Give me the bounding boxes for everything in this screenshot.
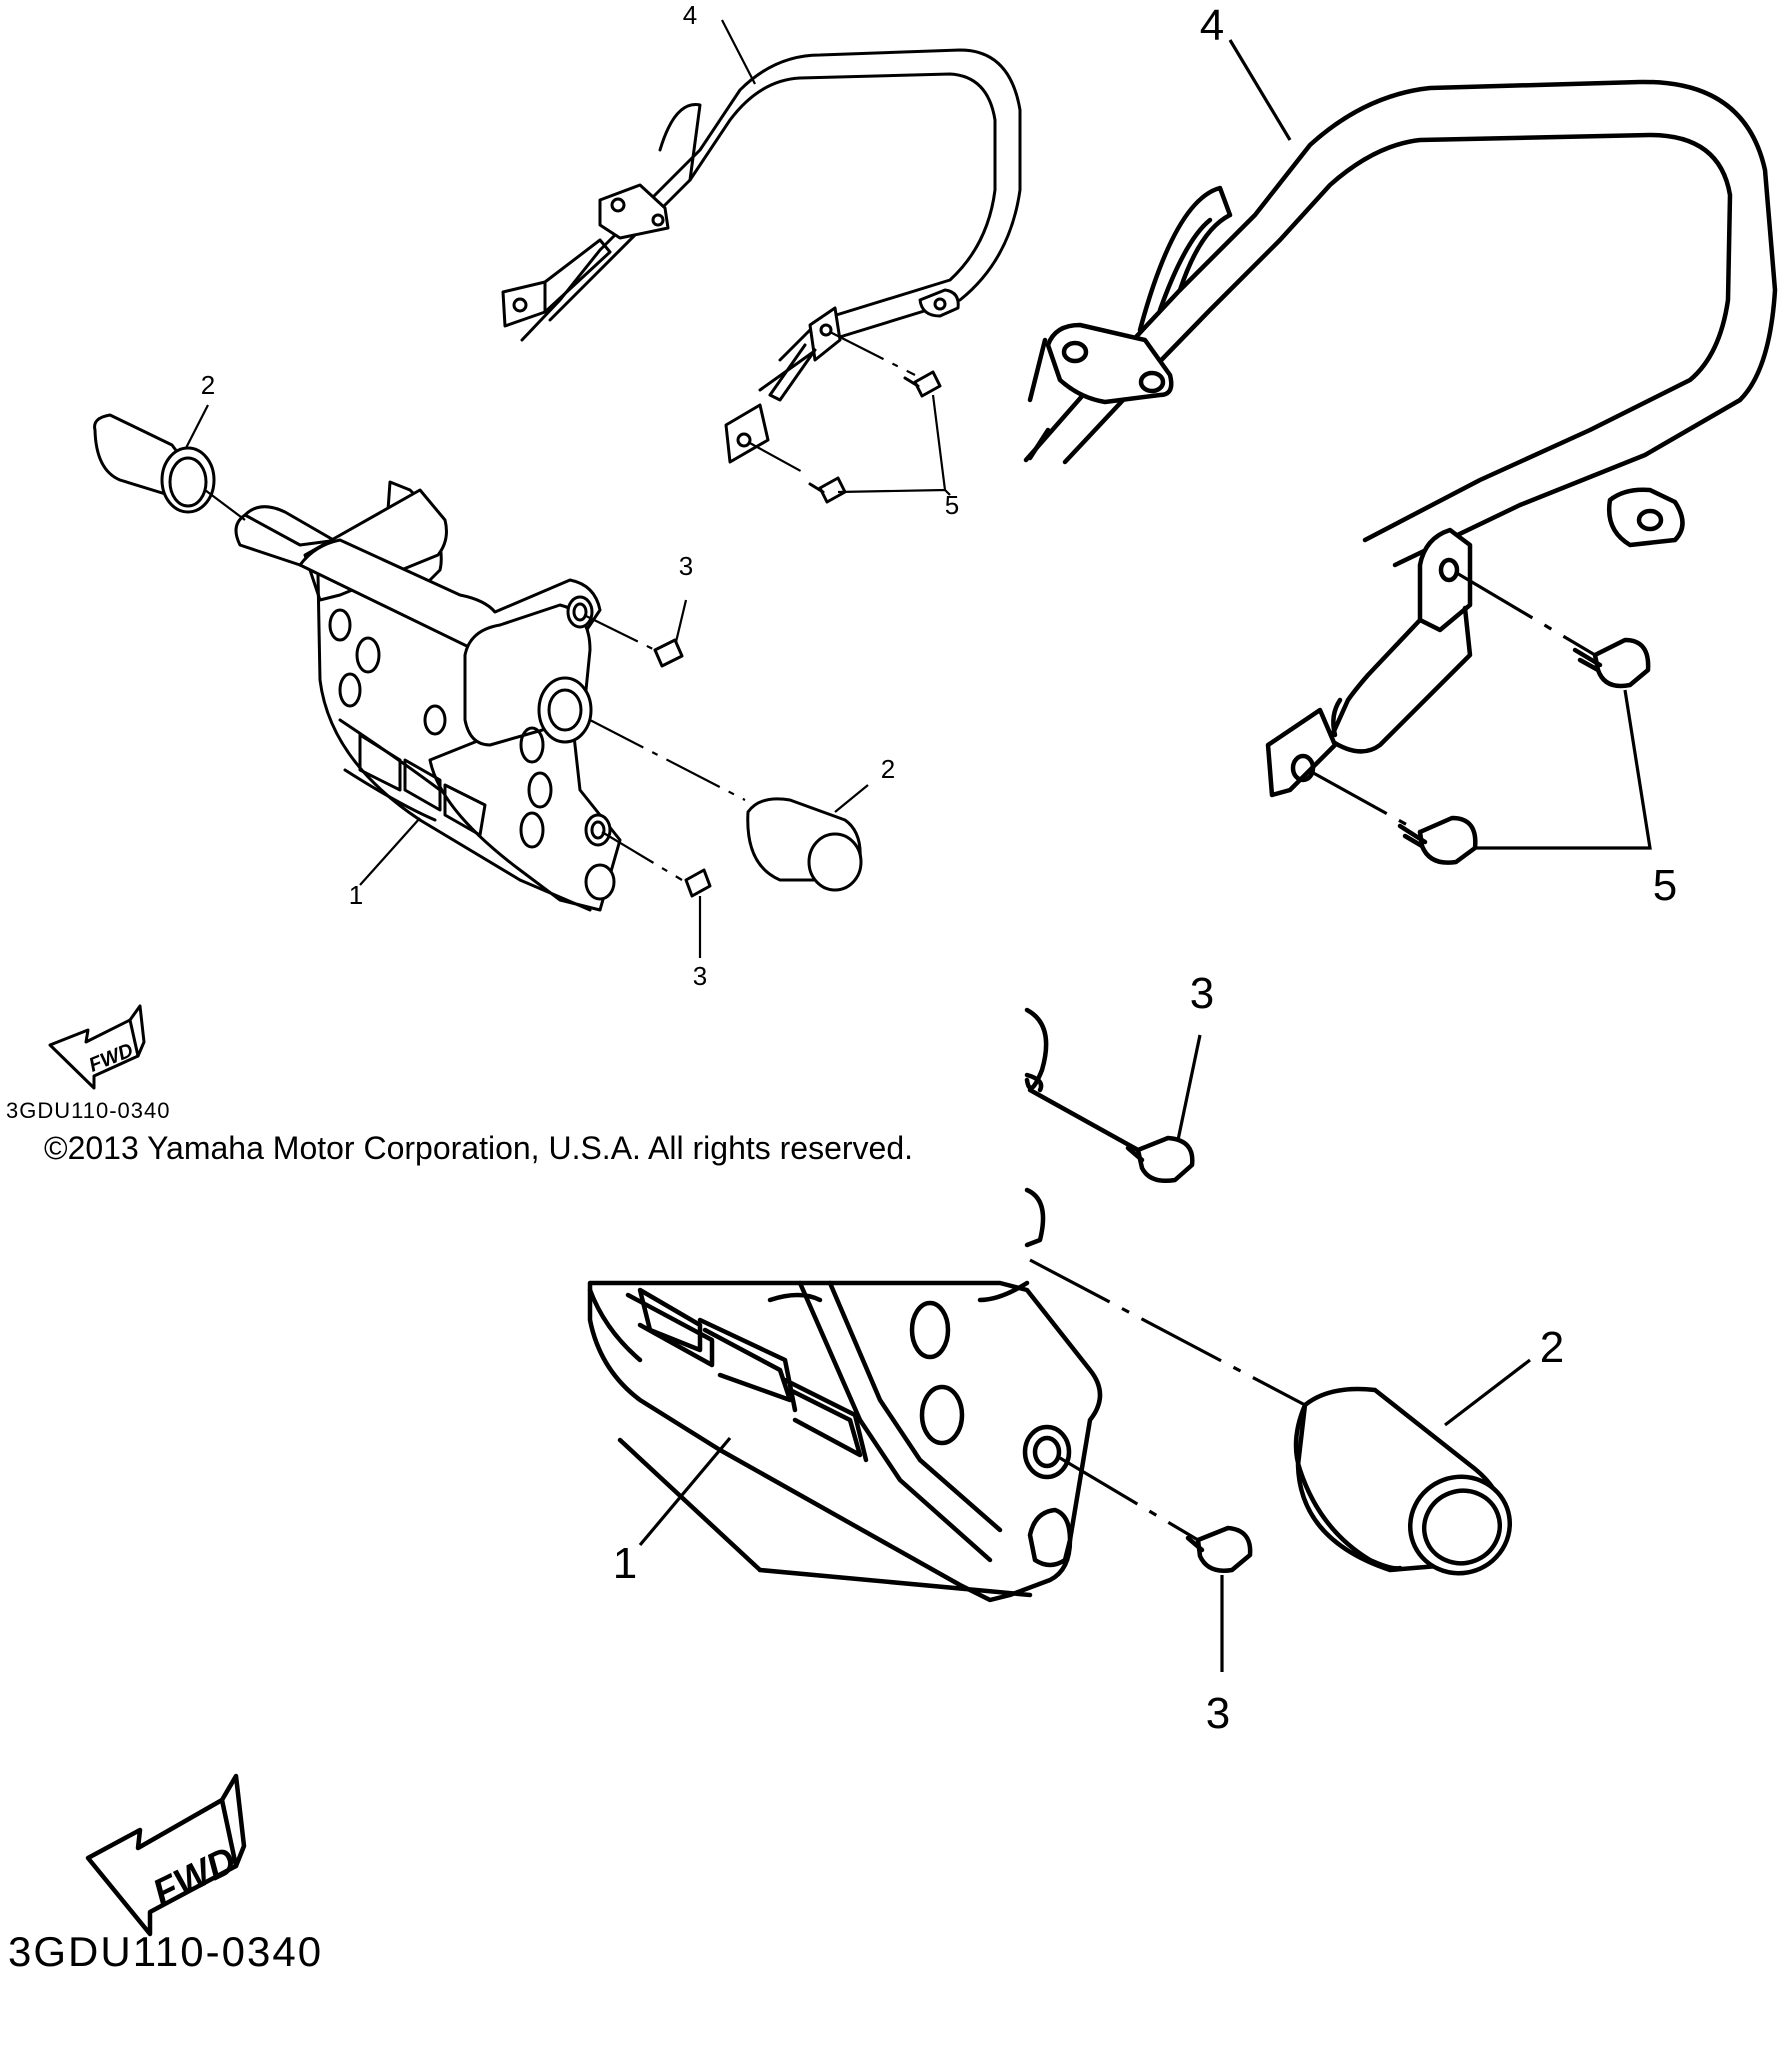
bolt-large-3b xyxy=(1059,1456,1253,1573)
callout-2-small-right: 2 xyxy=(881,754,895,784)
callout-3-large-lower: 3 xyxy=(1206,1689,1230,1738)
grab-bar-large xyxy=(1023,79,1778,834)
diagram-code-small: 3GDU110-0340 xyxy=(6,1098,171,1123)
bolt-small-3a xyxy=(653,638,684,668)
callout-2-large: 2 xyxy=(1540,1323,1564,1372)
overview-diagram: 2 4 3 2 5 1 3 FWD xyxy=(48,0,1022,1090)
callout-4-small: 4 xyxy=(683,0,697,30)
bolt-large-5a xyxy=(1572,637,1651,689)
copyright-notice: ©2013 Yamaha Motor Corporation, U.S.A. A… xyxy=(44,1130,914,1166)
bolt-large-5b xyxy=(1397,815,1478,865)
bumper-small-right xyxy=(746,797,863,892)
bolt-large-3a xyxy=(1027,1087,1195,1183)
callout-1-large: 1 xyxy=(613,1539,637,1588)
grab-bar-small xyxy=(501,48,1022,476)
callout-2-small-left: 2 xyxy=(201,370,215,400)
callout-5-large: 5 xyxy=(1653,861,1677,910)
detail-diagram: 4 5 3 2 1 3 FWD xyxy=(85,1,1778,1937)
swingarm-guard-large xyxy=(587,1007,1103,1603)
bolt-small-5b xyxy=(808,476,847,504)
diagram-code-large: 3GDU110-0340 xyxy=(8,1928,324,1975)
fwd-arrow-large-icon: FWD xyxy=(85,1773,247,1937)
bolt-small-3b xyxy=(684,868,712,898)
bolt-small-5a xyxy=(903,370,942,398)
callout-5-small: 5 xyxy=(945,490,959,520)
callout-3-small-lower: 3 xyxy=(693,961,707,991)
callout-1-small: 1 xyxy=(349,880,363,910)
callout-4-large: 4 xyxy=(1200,1,1224,50)
callout-3-large-upper: 3 xyxy=(1190,969,1214,1018)
callout-3-small-upper: 3 xyxy=(679,551,693,581)
fwd-arrow-small-icon: FWD xyxy=(48,1004,146,1090)
bumper-small-left xyxy=(93,413,216,514)
swingarm-guard-small xyxy=(234,480,622,912)
bumper-large xyxy=(1293,1386,1513,1576)
